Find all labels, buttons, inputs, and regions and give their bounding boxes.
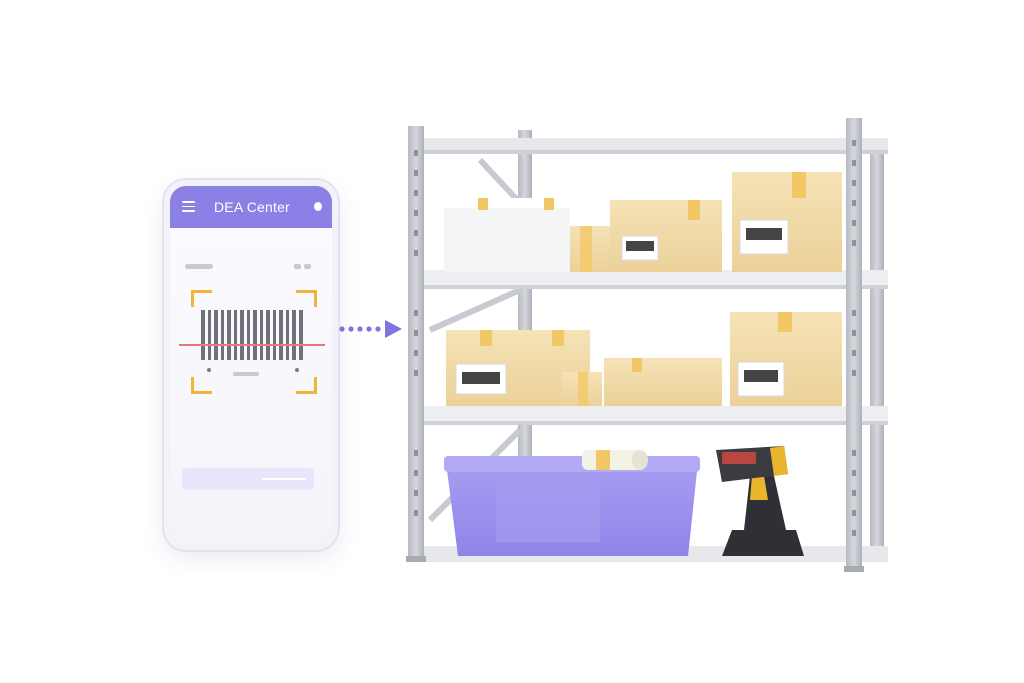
shelf-back-post (870, 140, 884, 560)
barcode-scanner-icon (716, 446, 804, 556)
phone-mockup: DEA Center (164, 180, 338, 550)
barcode-icon (201, 310, 303, 360)
barcode-label-icon (744, 370, 778, 382)
app-bar: DEA Center (170, 186, 332, 228)
scan-corner (191, 290, 212, 307)
placeholder-bar (233, 372, 259, 376)
scanner-view (170, 228, 332, 544)
scan-corner (296, 290, 317, 307)
barcode-label-icon (746, 228, 782, 240)
shelf-board (418, 406, 888, 425)
cardboard-box (732, 172, 842, 272)
hamburger-menu-icon[interactable] (182, 201, 195, 212)
scan-corner (296, 377, 317, 394)
placeholder-bar (185, 264, 213, 269)
purple-bin (444, 456, 700, 556)
barcode-label-icon (626, 241, 654, 251)
dotted-arrow-icon (339, 320, 402, 338)
scan-frame[interactable] (179, 290, 325, 394)
shelf-front-post (846, 118, 862, 570)
warehouse-shelf (406, 118, 888, 572)
app-title: DEA Center (214, 199, 290, 215)
cardboard-box (730, 312, 842, 406)
shelf-board (418, 138, 888, 154)
indicator-dot (207, 368, 211, 372)
barcode-label-icon (462, 372, 500, 384)
dot-icon (314, 202, 322, 211)
cardboard-box (610, 200, 722, 272)
white-box (444, 198, 570, 272)
shelf-board (418, 270, 888, 289)
scan-corner (191, 377, 212, 394)
small-box (570, 226, 610, 272)
indicator-dot (295, 368, 299, 372)
cardboard-box (446, 330, 590, 406)
shelf-front-post (408, 126, 424, 560)
placeholder-chip (304, 264, 311, 269)
phone-screen: DEA Center (170, 186, 332, 544)
tape-roll-icon (582, 450, 648, 470)
small-box (562, 372, 602, 406)
placeholder-chip (294, 264, 301, 269)
cardboard-box (604, 358, 722, 406)
scan-line (179, 344, 325, 346)
scan-action-bar[interactable] (182, 468, 314, 490)
